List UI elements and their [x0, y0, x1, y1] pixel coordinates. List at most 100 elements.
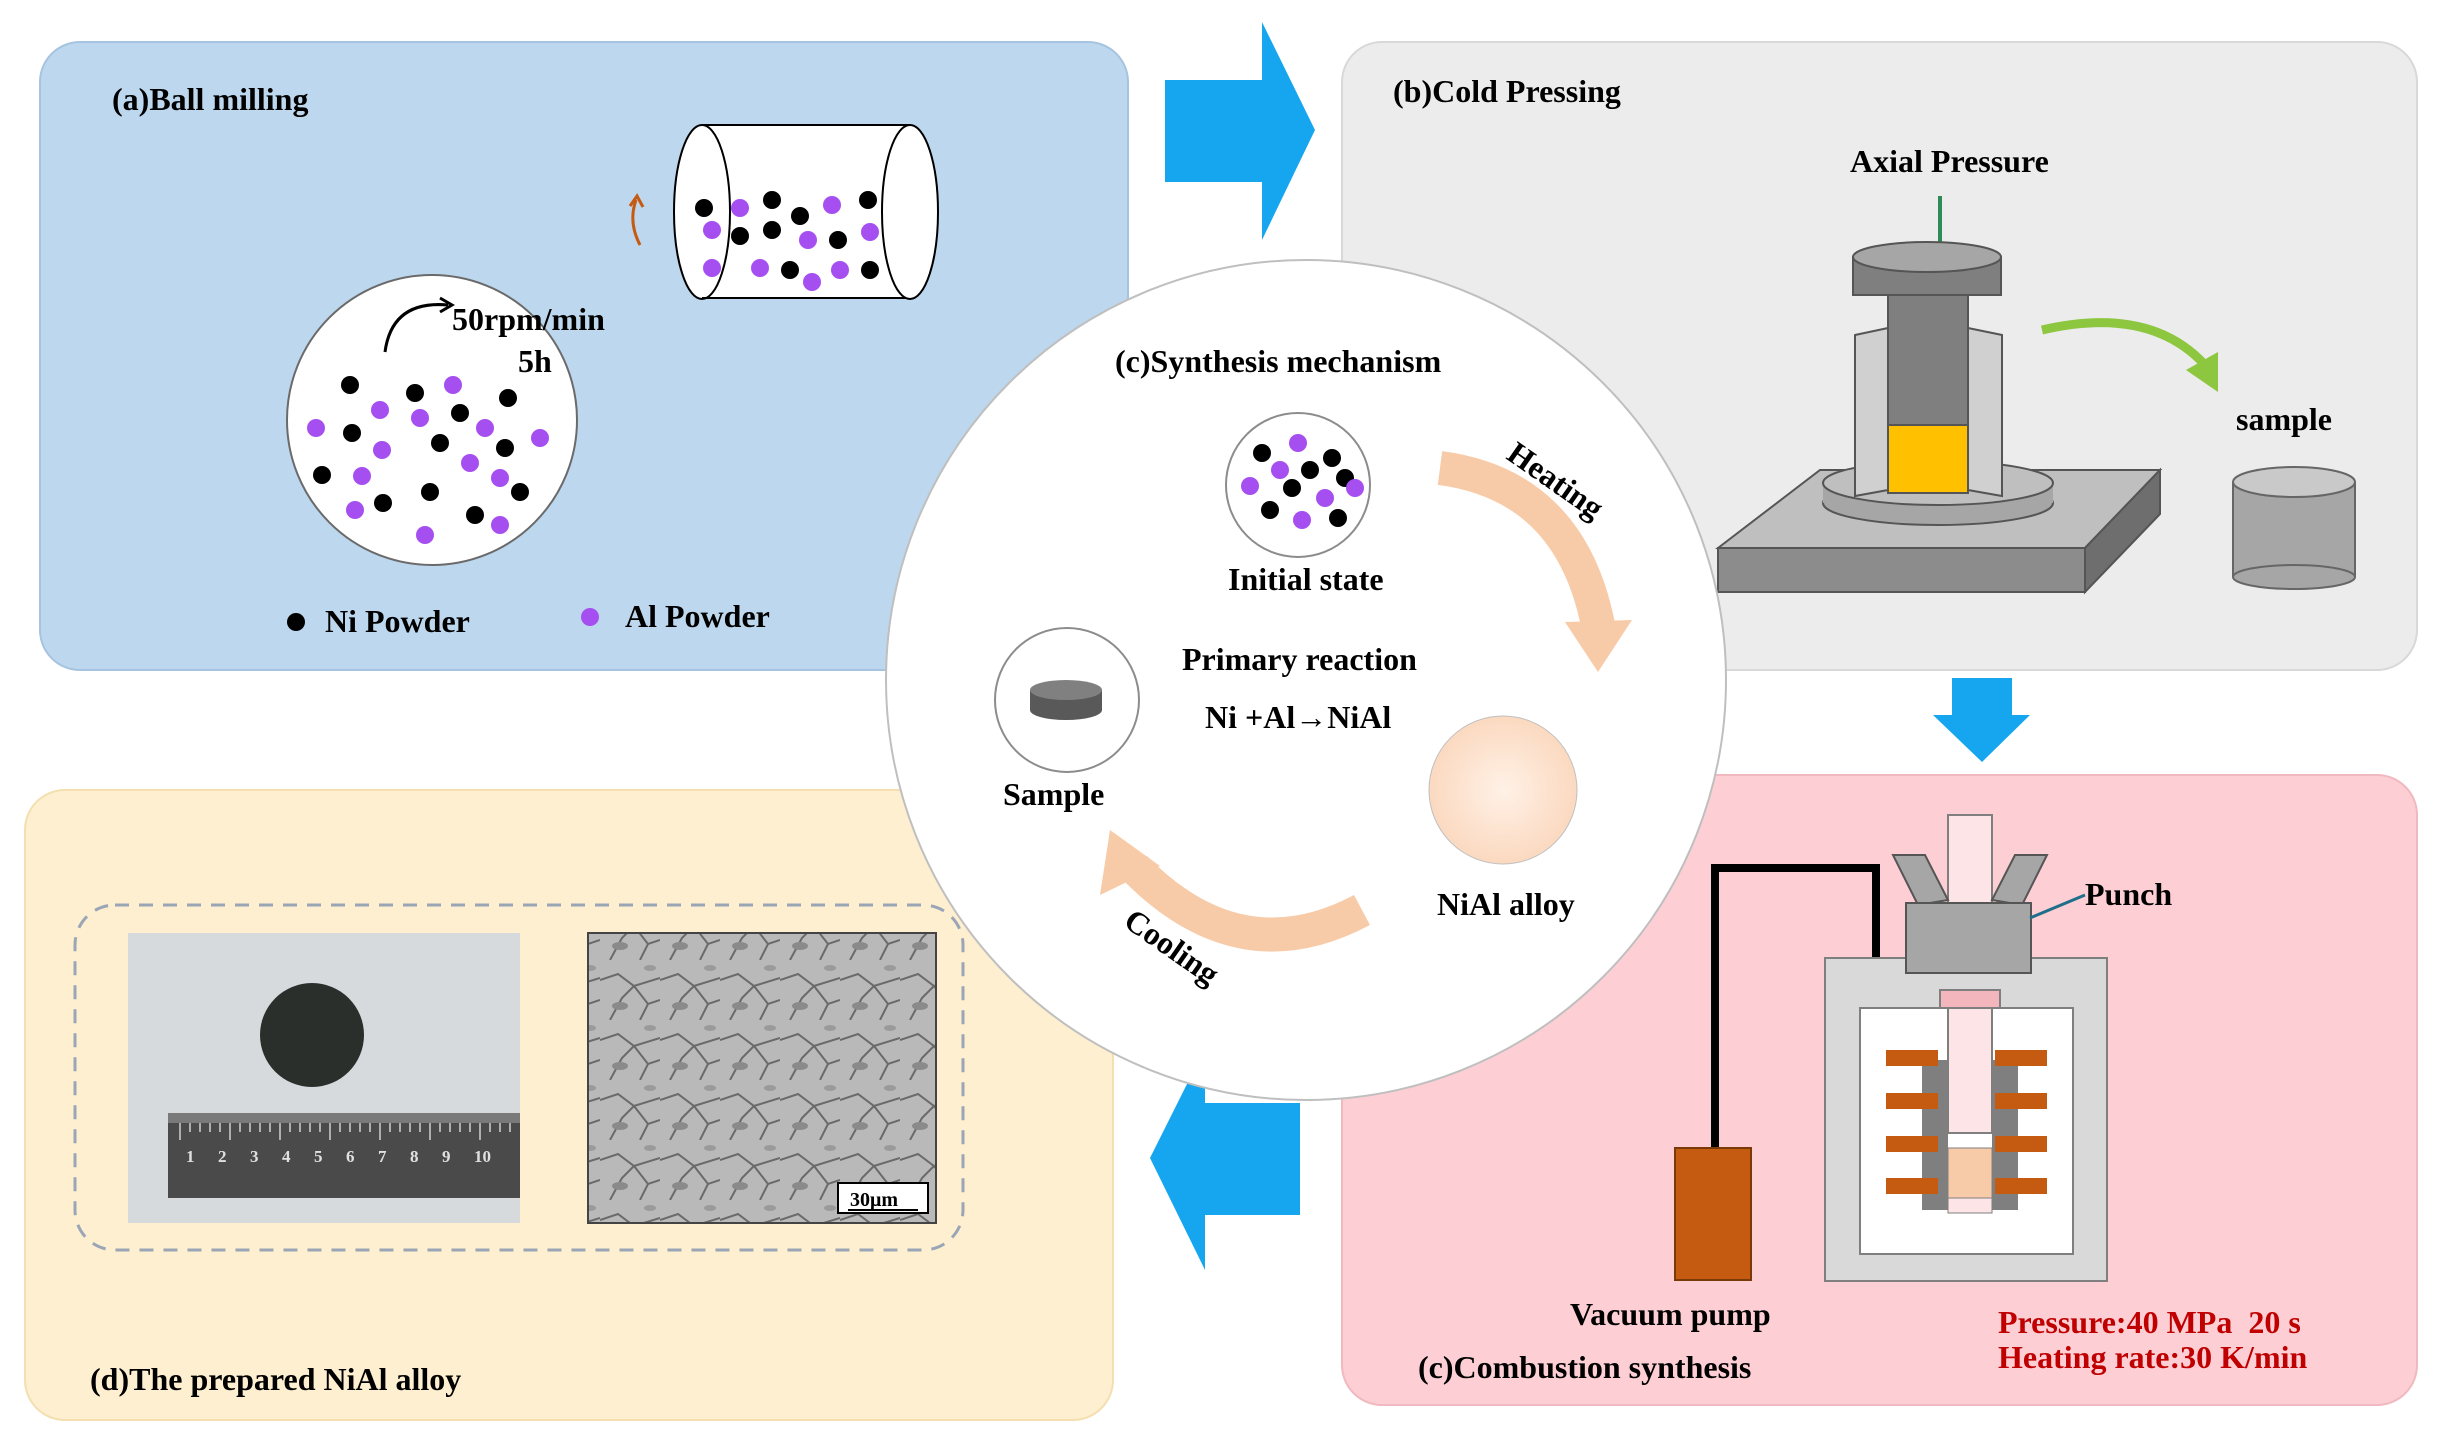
- ni-particle: [763, 221, 781, 239]
- ni-particle: [1253, 444, 1271, 462]
- al-particle: [803, 273, 821, 291]
- powder-mixture-circle: [286, 274, 578, 566]
- arrow-c-to-d-icon: [1150, 1048, 1300, 1270]
- al-particle: [476, 419, 494, 437]
- al-particle: [831, 261, 849, 279]
- al-particle: [1316, 489, 1334, 507]
- cooling-arrow-icon: [1122, 855, 1370, 952]
- al-particle: [346, 501, 364, 519]
- al-particle: [491, 469, 509, 487]
- ni-legend-label: Ni Powder: [325, 603, 470, 639]
- heating-coil: [1886, 1050, 1938, 1066]
- ni-particle: [451, 404, 469, 422]
- al-particle: [371, 401, 389, 419]
- al-particle: [1271, 461, 1289, 479]
- milling-time: 5h: [518, 343, 552, 379]
- ni-particle: [496, 439, 514, 457]
- ni-particle: [1301, 461, 1319, 479]
- al-particle: [861, 223, 879, 241]
- ni-particle: [1329, 509, 1347, 527]
- al-legend-marker: [581, 608, 599, 626]
- cooling-arrowhead-icon: [1100, 830, 1160, 895]
- ni-particle: [859, 191, 877, 209]
- compacted-powder-icon: [1887, 424, 1969, 494]
- milling-jar-icon: [673, 124, 939, 300]
- ni-particle: [313, 466, 331, 484]
- rotation-direction-arrowhead-icon: [439, 296, 455, 314]
- sample-disc-icon: [1030, 680, 1102, 720]
- al-legend-label: Al Powder: [625, 598, 770, 634]
- al-particle: [373, 441, 391, 459]
- transfer-arrowhead-icon: [2186, 352, 2218, 392]
- ruler-number: 10: [474, 1147, 491, 1166]
- primary-reaction-label: Primary reaction: [1182, 641, 1417, 677]
- al-particle: [1346, 479, 1364, 497]
- compacted-sample-icon: [1947, 1147, 1993, 1199]
- ruler-number: 6: [346, 1147, 355, 1166]
- panel-c-title: (c)Combustion synthesis: [1418, 1349, 1751, 1385]
- heating-coil: [1886, 1136, 1938, 1152]
- vacuum-pump-label: Vacuum pump: [1570, 1296, 1771, 1332]
- micrograph-image: 30μm: [587, 932, 937, 1224]
- heating-rate-setting: Heating rate:30 K/min: [1998, 1339, 2307, 1375]
- panel-a-title: (a)Ball milling: [112, 81, 308, 117]
- arrow-b-to-c-icon: [1933, 678, 2030, 762]
- ni-particle: [861, 261, 879, 279]
- heating-coil: [1995, 1050, 2047, 1066]
- ruler-number: 4: [282, 1147, 291, 1166]
- heating-coil: [1995, 1093, 2047, 1109]
- vacuum-pump-icon: [1674, 1147, 1752, 1281]
- synthesis-mechanism-circle: (c)Synthesis mechanism Initial state Hea…: [885, 259, 1727, 1101]
- ni-particle: [341, 376, 359, 394]
- press-punch-icon: [1887, 289, 1969, 431]
- al-particle: [703, 259, 721, 277]
- ni-legend-marker: [287, 613, 305, 631]
- axial-pressure-label: Axial Pressure: [1850, 143, 2049, 179]
- heating-coil: [1886, 1178, 1938, 1194]
- ruler-number: 5: [314, 1147, 323, 1166]
- heating-coil: [1995, 1136, 2047, 1152]
- al-particle: [461, 454, 479, 472]
- milling-speed: 50rpm/min: [452, 301, 605, 337]
- ni-particle: [731, 227, 749, 245]
- punch-pointer-line: [2029, 893, 2086, 920]
- al-particle: [491, 516, 509, 534]
- ni-particle: [466, 506, 484, 524]
- al-particle: [411, 409, 429, 427]
- ruler-number: 8: [410, 1147, 419, 1166]
- nial-alloy-circle: [1428, 715, 1578, 865]
- heating-coil: [1995, 1178, 2047, 1194]
- die-wall-right-icon: [1967, 326, 2003, 498]
- panel-a-ball-milling: (a)Ball milling 50rpm/min 5h Ni Powder A…: [39, 41, 1129, 671]
- punch-seal-icon: [1939, 989, 2001, 1009]
- die-wall-left-icon: [1854, 326, 1889, 498]
- ruler-number: 3: [250, 1147, 259, 1166]
- panel-b-title: (b)Cold Pressing: [1393, 73, 1621, 109]
- mechanism-title: (c)Synthesis mechanism: [1115, 343, 1442, 379]
- al-particle: [416, 526, 434, 544]
- sample-mechanism-label: Sample: [1003, 776, 1104, 812]
- scale-bar-label: 30μm: [850, 1189, 898, 1211]
- al-particle: [1293, 511, 1311, 529]
- ni-particle: [343, 424, 361, 442]
- ruler-number: 2: [218, 1147, 227, 1166]
- ruler-number: 7: [378, 1147, 387, 1166]
- al-particle: [307, 419, 325, 437]
- al-particle: [1289, 434, 1307, 452]
- arrow-a-to-b-icon: [1165, 22, 1315, 240]
- sample-disc-photo: [260, 983, 364, 1087]
- punch-left-flange-icon: [1891, 854, 1950, 907]
- ruler-number: 1: [186, 1147, 195, 1166]
- transfer-arrow-icon: [2040, 318, 2209, 369]
- nial-alloy-label: NiAl alloy: [1437, 886, 1575, 922]
- al-particle: [444, 376, 462, 394]
- al-particle: [1241, 477, 1259, 495]
- al-particle: [703, 221, 721, 239]
- punch-head-top: [1852, 241, 2002, 273]
- al-particle: [799, 231, 817, 249]
- vacuum-line: [1711, 864, 1880, 1148]
- ni-particle: [431, 434, 449, 452]
- heating-coil: [1886, 1093, 1938, 1109]
